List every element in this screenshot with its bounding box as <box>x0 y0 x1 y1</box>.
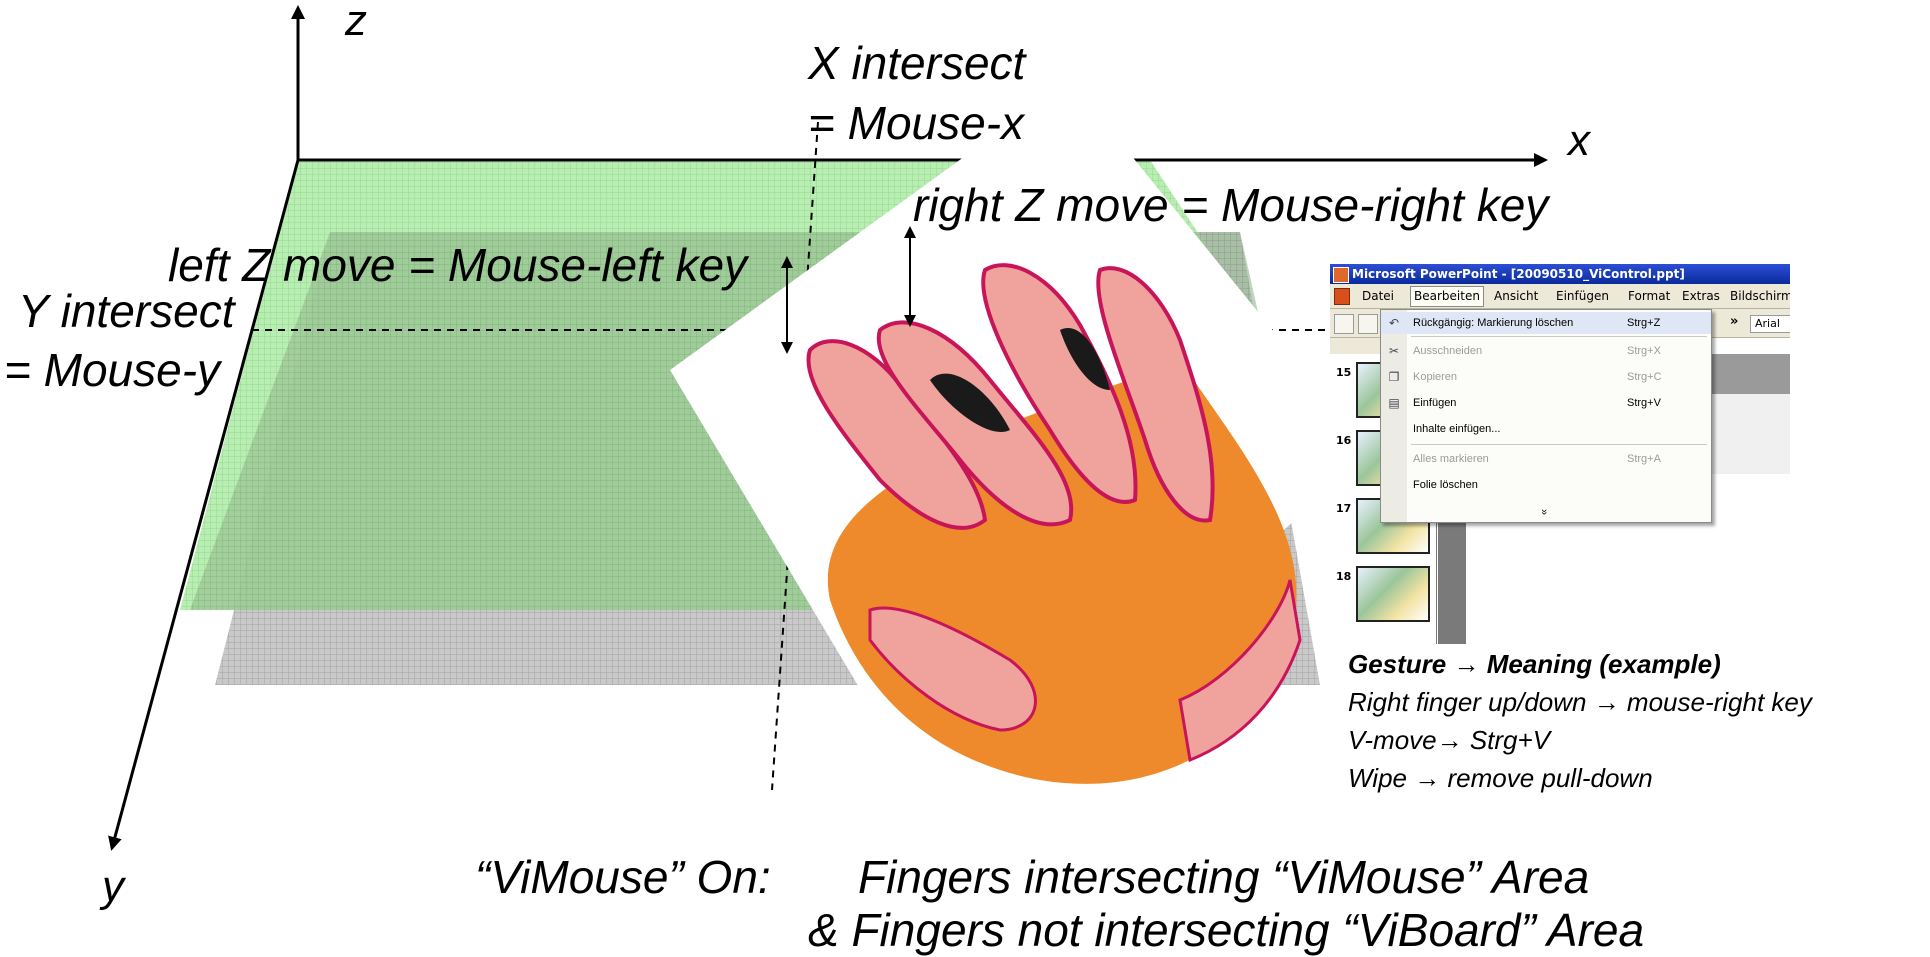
hand-finger-2 <box>876 320 1074 527</box>
menu-item-undo[interactable]: ↶ Rückgängig: Markierung löschen Strg+Z <box>1381 312 1711 334</box>
footer-line-1: Fingers intersecting “ViMouse” Area <box>858 851 1590 903</box>
menu-item-label: Alles markieren <box>1413 453 1489 465</box>
ppt-menubar: Datei Bearbeiten Ansicht Einfügen Format… <box>1330 284 1790 309</box>
menu-item-shortcut: Strg+C <box>1627 371 1662 383</box>
menu-item-shortcut: Strg+Z <box>1627 317 1661 329</box>
save-button[interactable] <box>1334 314 1354 334</box>
gesture-legend-row: Wipe → remove pull-down <box>1348 763 1653 793</box>
powerpoint-icon <box>1333 267 1349 283</box>
menu-separator <box>1411 336 1707 337</box>
menu-bildschirm[interactable]: Bildschirm <box>1730 289 1790 303</box>
y-axis-label: y <box>102 862 124 911</box>
slide-number: 16 <box>1336 434 1352 447</box>
menu-expand-icon[interactable]: » <box>1538 508 1551 516</box>
toolbar-more-icon[interactable]: » <box>1730 314 1739 329</box>
menu-bearbeiten[interactable]: Bearbeiten <box>1410 286 1484 307</box>
slide-number: 17 <box>1336 502 1352 515</box>
menu-item-label: Kopieren <box>1413 371 1458 383</box>
y-intersect-label: Y intersect <box>18 285 235 337</box>
hand-finger-4 <box>1096 266 1215 523</box>
menu-item-paste-special[interactable]: Inhalte einfügen... <box>1381 418 1711 440</box>
menu-icon-gutter <box>1381 310 1407 522</box>
footer-line-2: & Fingers not intersecting “ViBoard” Are… <box>808 904 1645 956</box>
paste-icon: ▤ <box>1388 396 1400 410</box>
menu-item-label: Einfügen <box>1413 397 1457 409</box>
x-axis-label: x <box>1568 116 1590 165</box>
gesture-legend-row: Right finger up/down → mouse-right key <box>1348 687 1812 717</box>
x-intersect-label: X intersect <box>808 37 1026 89</box>
menu-ansicht[interactable]: Ansicht <box>1494 289 1539 303</box>
menu-item-shortcut: Strg+A <box>1627 453 1661 465</box>
menu-datei[interactable]: Datei <box>1362 289 1395 303</box>
left-z-move-label: left Z move = Mouse-left key <box>168 239 748 291</box>
document-icon <box>1334 288 1350 305</box>
menu-item-shortcut: Strg+X <box>1627 345 1661 357</box>
slide-thumbnail[interactable] <box>1356 566 1430 622</box>
menu-einfuegen[interactable]: Einfügen <box>1556 289 1609 303</box>
menu-item-label: Folie löschen <box>1413 479 1478 491</box>
x-intersect-value: = Mouse-x <box>808 97 1025 149</box>
footer-label: “ViMouse” On: <box>475 851 771 903</box>
menu-extras[interactable]: Extras <box>1682 289 1720 303</box>
hand-finger-1 <box>806 339 988 530</box>
hand-image <box>806 263 1302 784</box>
ppt-title-bar: Microsoft PowerPoint - [20090510_ViContr… <box>1330 264 1790 284</box>
hand-finger-3 <box>981 263 1138 504</box>
menu-item-copy[interactable]: ❐ Kopieren Strg+C <box>1381 366 1711 388</box>
menu-item-label: Rückgängig: Markierung löschen <box>1413 317 1574 329</box>
right-z-move-label: right Z move = Mouse-right key <box>913 179 1549 231</box>
menu-item-paste[interactable]: ▤ Einfügen Strg+V <box>1381 392 1711 414</box>
slide-row[interactable]: 18 <box>1330 566 1436 626</box>
y-intersect-value: = Mouse-y <box>4 344 221 396</box>
z-axis-label: z <box>345 0 367 45</box>
undo-icon: ↶ <box>1388 316 1400 330</box>
y-axis <box>108 159 300 851</box>
gesture-legend-row: V-move→ Strg+V <box>1348 725 1551 755</box>
edit-menu-dropdown: ↶ Rückgängig: Markierung löschen Strg+Z … <box>1380 309 1712 523</box>
menu-item-shortcut: Strg+V <box>1627 397 1661 409</box>
menu-item-select-all[interactable]: Alles markieren Strg+A <box>1381 448 1711 470</box>
ppt-title-text: Microsoft PowerPoint - [20090510_ViContr… <box>1352 267 1685 281</box>
menu-item-label: Ausschneiden <box>1413 345 1483 357</box>
scissors-icon: ✂ <box>1388 344 1400 358</box>
slide-number: 18 <box>1336 570 1352 583</box>
print-button[interactable] <box>1358 314 1378 334</box>
menu-item-label: Inhalte einfügen... <box>1413 423 1501 435</box>
slide-number: 15 <box>1336 366 1352 379</box>
menu-item-cut[interactable]: ✂ Ausschneiden Strg+X <box>1381 340 1711 362</box>
menu-separator <box>1411 444 1707 445</box>
copy-icon: ❐ <box>1388 370 1400 384</box>
menu-item-delete-slide[interactable]: Folie löschen <box>1381 474 1711 496</box>
font-name-box[interactable]: Arial <box>1750 315 1790 333</box>
menu-format[interactable]: Format <box>1628 289 1671 303</box>
gesture-legend-title: Gesture → Meaning (example) <box>1348 649 1721 679</box>
